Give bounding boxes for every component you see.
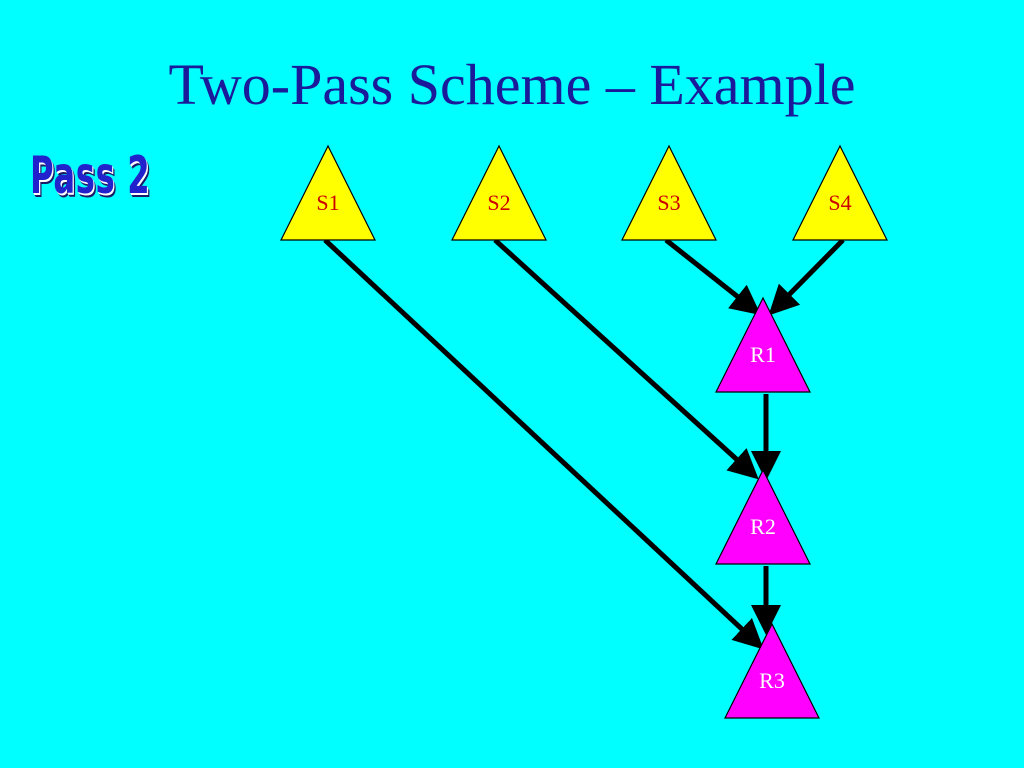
- node-r3-label: R3: [759, 668, 785, 693]
- edge-s3-to-r1: [664, 238, 761, 316]
- slide-title: Two-Pass Scheme – Example: [168, 52, 856, 117]
- node-r3: R3: [724, 622, 820, 719]
- edge-s2-to-r2: [493, 238, 759, 480]
- edges-layer: [323, 238, 845, 650]
- node-r2: R2: [715, 468, 811, 565]
- edge-s4-to-r1: [768, 238, 845, 316]
- node-s1-triangle: [280, 144, 376, 241]
- node-s3: S3: [621, 144, 717, 241]
- pass-label: Pass 2: [30, 146, 151, 206]
- node-s4: S4: [792, 144, 888, 241]
- node-s1: S1: [280, 144, 376, 241]
- node-s4-triangle: [792, 144, 888, 241]
- node-r2-label: R2: [750, 514, 776, 539]
- node-s3-triangle: [621, 144, 717, 241]
- node-s1-label: S1: [316, 190, 339, 215]
- node-s2-label: S2: [487, 190, 510, 215]
- node-r1: R1: [715, 296, 811, 393]
- node-s4-label: S4: [828, 190, 851, 215]
- edge-s1-to-r3: [323, 238, 764, 650]
- node-r2-triangle: [715, 468, 811, 565]
- node-r3-triangle: [724, 622, 820, 719]
- node-s2: S2: [451, 144, 547, 241]
- node-s2-triangle: [451, 144, 547, 241]
- node-r1-label: R1: [750, 342, 776, 367]
- node-r1-triangle: [715, 296, 811, 393]
- node-s3-label: S3: [657, 190, 680, 215]
